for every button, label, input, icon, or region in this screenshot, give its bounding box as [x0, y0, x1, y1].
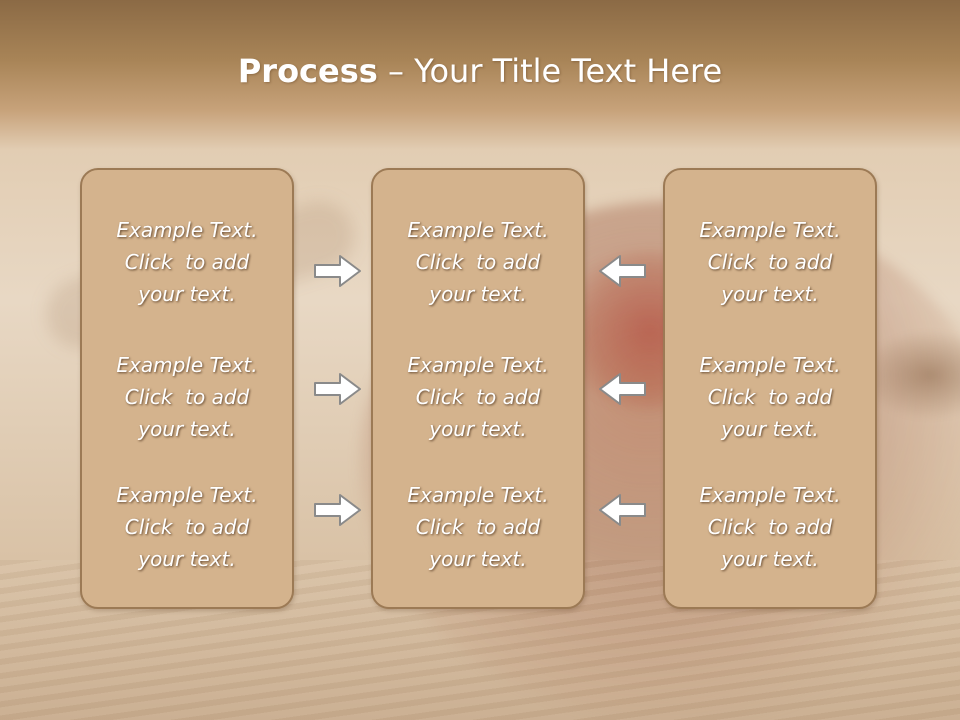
text-line: Example Text. [407, 218, 549, 242]
text-line: your text. [429, 417, 527, 441]
text-line: Click to add [707, 250, 833, 274]
arrow-left-icon[interactable] [598, 254, 646, 288]
text-line: your text. [138, 547, 236, 571]
text-line: your text. [721, 417, 819, 441]
text-block[interactable]: Example Text. Click to add your text. [665, 479, 875, 575]
arrow-right-icon[interactable] [314, 254, 362, 288]
process-panel-right[interactable]: Example Text. Click to add your text. Ex… [663, 168, 877, 609]
text-line: Click to add [124, 515, 250, 539]
text-line: Example Text. [407, 483, 549, 507]
title-rest: – Your Title Text Here [377, 52, 723, 90]
text-block[interactable]: Example Text. Click to add your text. [665, 214, 875, 310]
text-block[interactable]: Example Text. Click to add your text. [665, 349, 875, 445]
text-line: your text. [138, 282, 236, 306]
text-block[interactable]: Example Text. Click to add your text. [373, 214, 583, 310]
text-block[interactable]: Example Text. Click to add your text. [82, 479, 292, 575]
text-line: your text. [429, 282, 527, 306]
process-panel-center[interactable]: Example Text. Click to add your text. Ex… [371, 168, 585, 609]
text-line: Click to add [415, 385, 541, 409]
text-line: Example Text. [699, 483, 841, 507]
text-line: Example Text. [407, 353, 549, 377]
text-line: Click to add [415, 250, 541, 274]
text-block[interactable]: Example Text. Click to add your text. [373, 349, 583, 445]
text-line: your text. [429, 547, 527, 571]
text-line: Click to add [124, 385, 250, 409]
text-line: Click to add [415, 515, 541, 539]
text-block[interactable]: Example Text. Click to add your text. [82, 214, 292, 310]
text-line: your text. [721, 547, 819, 571]
text-block[interactable]: Example Text. Click to add your text. [82, 349, 292, 445]
text-line: Example Text. [116, 218, 258, 242]
text-line: Click to add [707, 385, 833, 409]
text-line: Example Text. [699, 353, 841, 377]
process-panel-left[interactable]: Example Text. Click to add your text. Ex… [80, 168, 294, 609]
text-line: Example Text. [116, 353, 258, 377]
text-line: your text. [721, 282, 819, 306]
text-line: Example Text. [699, 218, 841, 242]
title-bold: Process [237, 52, 378, 90]
arrow-right-icon[interactable] [314, 493, 362, 527]
slide-title[interactable]: Process – Your Title Text Here [0, 52, 960, 90]
text-line: Click to add [124, 250, 250, 274]
text-block[interactable]: Example Text. Click to add your text. [373, 479, 583, 575]
arrow-left-icon[interactable] [598, 493, 646, 527]
text-line: Click to add [707, 515, 833, 539]
arrow-right-icon[interactable] [314, 372, 362, 406]
text-line: Example Text. [116, 483, 258, 507]
text-line: your text. [138, 417, 236, 441]
arrow-left-icon[interactable] [598, 372, 646, 406]
